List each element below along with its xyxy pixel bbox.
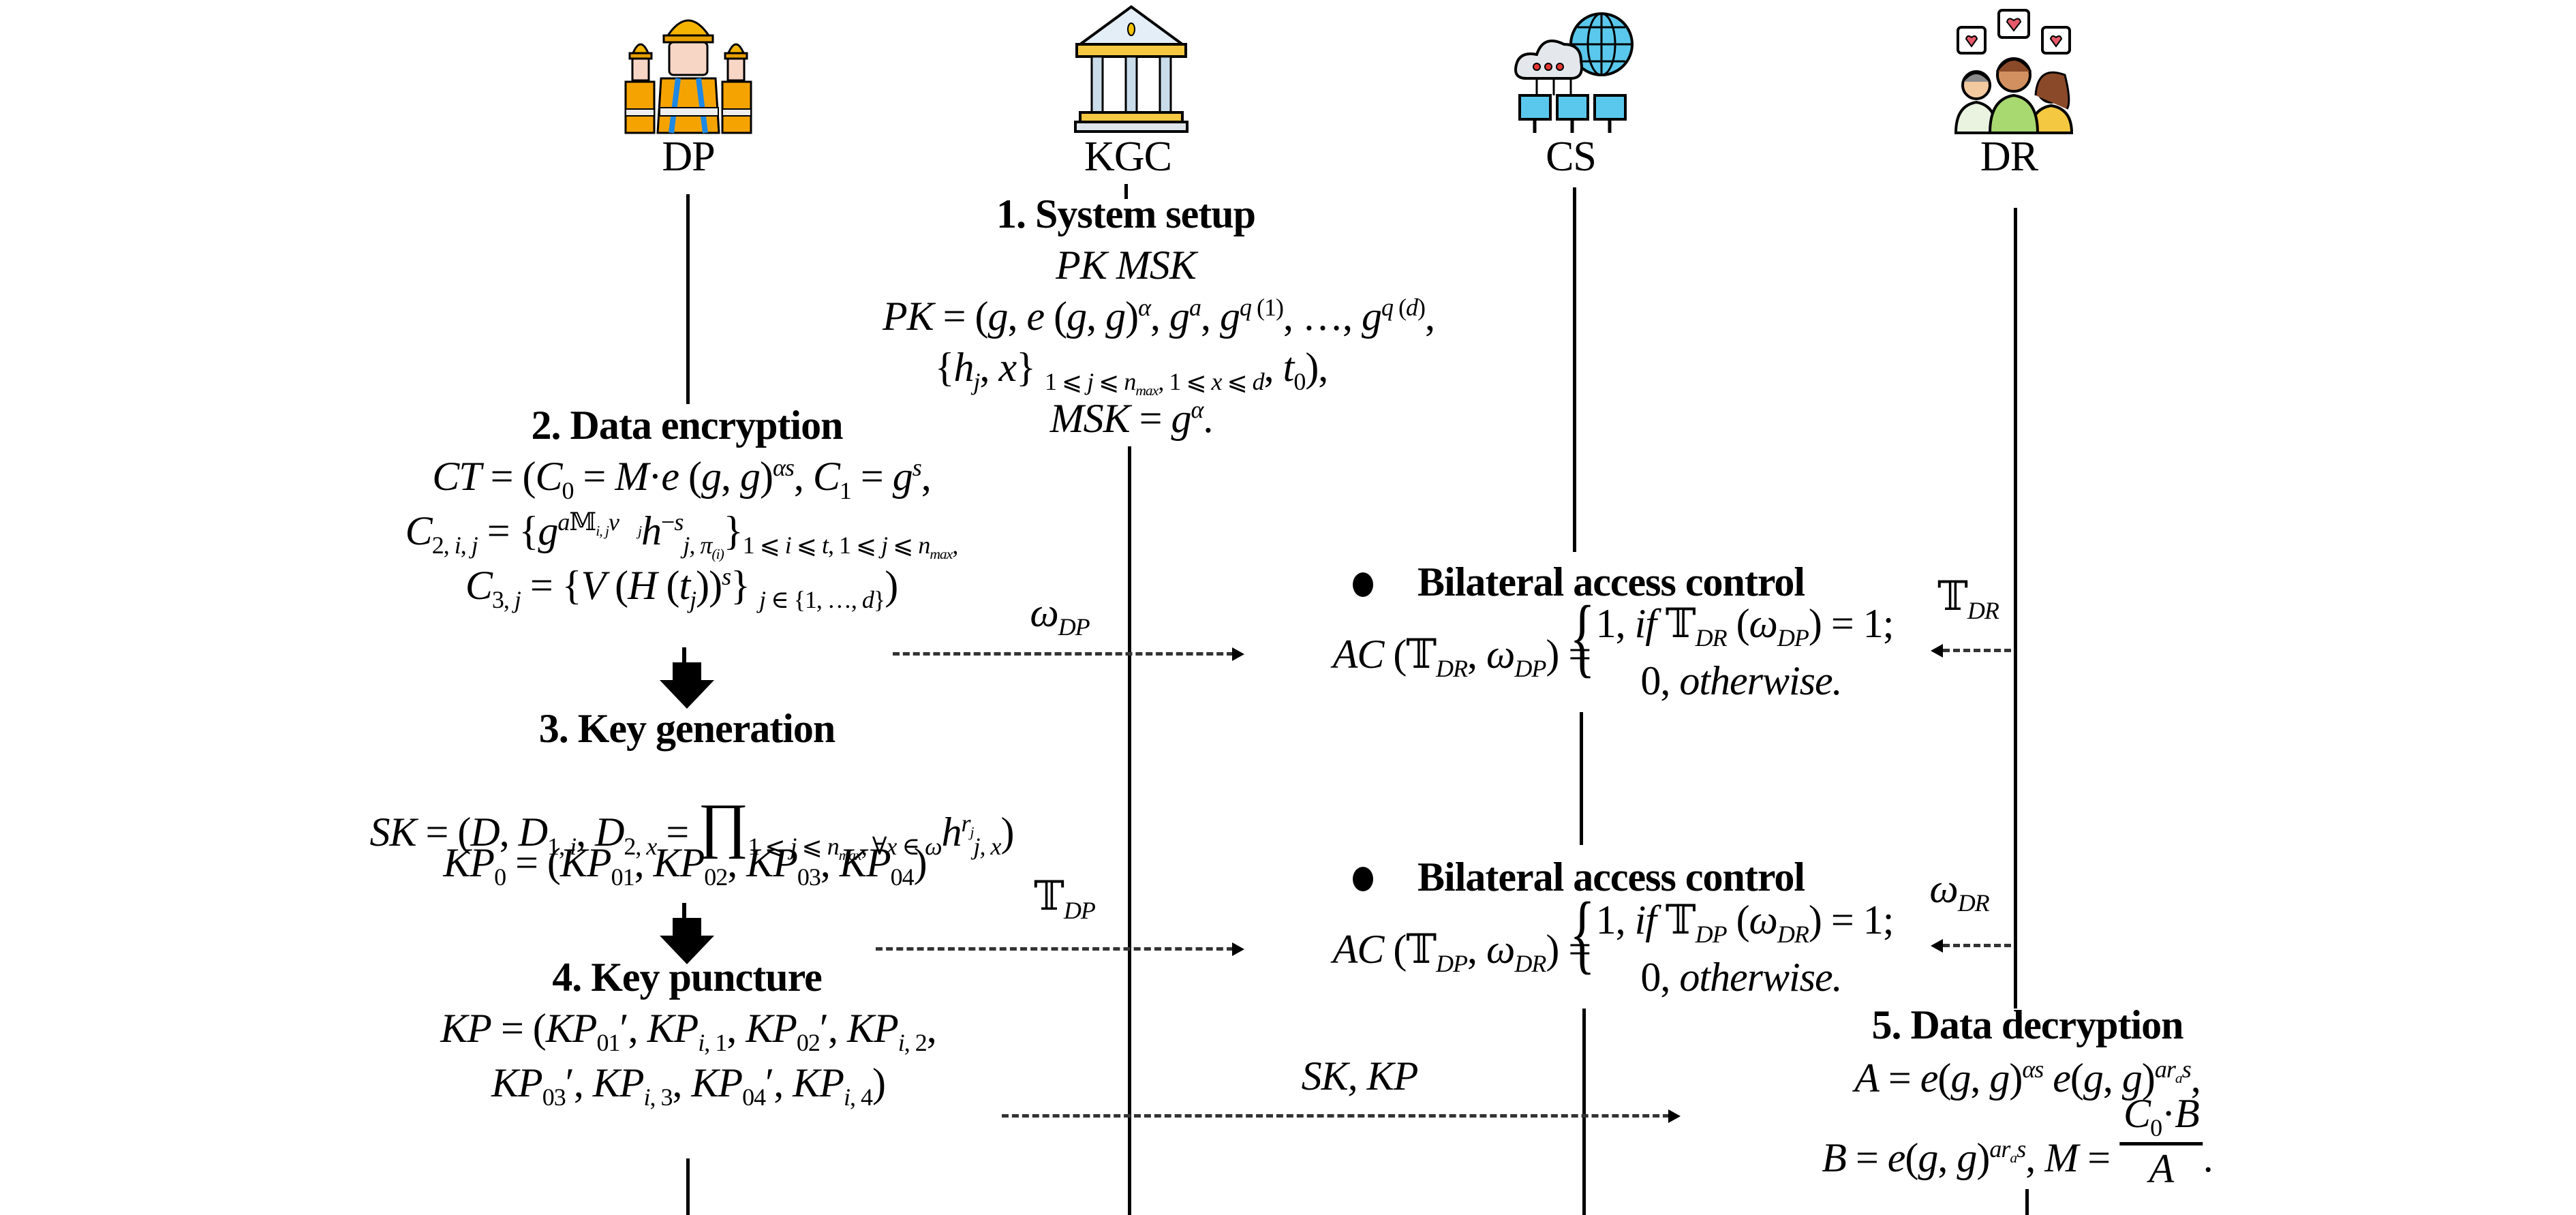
users-social-hearts-icon xyxy=(1954,9,2074,134)
message-omega-dp: ωDP xyxy=(1030,590,1090,641)
setup-pk-line1: PK = (g, e (g, g)α, ga, gq (1), …, gq (d… xyxy=(883,294,1435,339)
arrow-t-dr-to-cs xyxy=(1943,649,2011,652)
step-title-data-decryption: 5. Data decryption xyxy=(1871,1002,2184,1047)
flow-down-arrow-icon xyxy=(660,647,714,709)
arrow-head-left-icon xyxy=(1931,644,1943,658)
actor-label-dp: DP xyxy=(662,134,715,180)
access-control-title-1: Bilateral access control xyxy=(1417,559,1805,604)
arrow-sk-kp-to-dr xyxy=(1002,1114,1670,1118)
case-brace: { xyxy=(1569,885,1595,983)
access-control-lhs-2: AC (𝕋DP, ωDR) = xyxy=(1332,925,1592,977)
flow-down-arrow-icon xyxy=(660,903,714,964)
message-t-dp: 𝕋DP xyxy=(1034,872,1096,924)
access-control-case1-1: 1, if 𝕋DR (ωDP) = 1; xyxy=(1595,600,1895,651)
lifeline-dr-segment xyxy=(2014,208,2017,1009)
arrow-head-right-icon xyxy=(1232,942,1244,956)
access-control-case2-1: 0, otherwise. xyxy=(1640,658,1842,703)
case-brace: { xyxy=(1569,588,1595,686)
encryption-line1: CT = (C0 = M·e (g, g)αs, C1 = gs, xyxy=(432,454,931,504)
access-control-case2-2: 0, otherwise. xyxy=(1640,955,1842,1000)
arrow-head-left-icon xyxy=(1931,939,1943,953)
setup-msk: MSK = gα. xyxy=(1049,396,1214,441)
step-title-key-puncture: 4. Key puncture xyxy=(552,955,823,1000)
step-title-system-setup: 1. System setup xyxy=(996,191,1256,236)
government-building-icon xyxy=(1074,5,1189,133)
lifeline-dp-segment xyxy=(686,1158,690,1215)
actor-label-dr: DR xyxy=(1980,134,2038,180)
arrow-head-right-icon xyxy=(1232,647,1244,661)
lifeline-dr-segment xyxy=(2025,1189,2029,1215)
lifeline-kgc-segment xyxy=(1124,184,1128,199)
access-control-case1-2: 1, if 𝕋DP (ωDR) = 1; xyxy=(1595,896,1895,948)
lifeline-cs-segment xyxy=(1582,1009,1586,1215)
arrow-head-right-icon xyxy=(1668,1109,1681,1123)
lifeline-dp-segment xyxy=(686,194,690,404)
bullet-icon xyxy=(1353,867,1373,891)
puncture-line1: KP = (KP01′, KPi, 1, KP02′, KPi, 2, xyxy=(440,1006,936,1056)
arrow-omega-dr-to-cs xyxy=(1943,944,2011,947)
lifeline-cs-segment xyxy=(1573,187,1576,552)
puncture-line2: KP03′, KPi, 3, KP04′, KPi, 4) xyxy=(491,1060,886,1111)
lifeline-cs-segment xyxy=(1580,712,1583,845)
message-t-dr: 𝕋DR xyxy=(1937,572,1999,624)
decryption-line1: A = e(g, g)αs e(g, g)aras, xyxy=(1854,1056,2201,1101)
setup-subtitle: PK MSK xyxy=(1056,243,1197,288)
keygen-line1: SK = (D, D1, i, D2, x = ∏1 ⩽ j ⩽ nmax, ∀… xyxy=(369,792,1015,864)
actor-label-kgc: KGC xyxy=(1084,134,1172,180)
bullet-icon xyxy=(1353,572,1373,597)
message-sk-kp: SK, KP xyxy=(1301,1053,1419,1098)
construction-workers-icon xyxy=(624,19,752,134)
keygen-line2: KP0 = (KP01, KP02, KP03, KP04) xyxy=(443,840,927,891)
access-control-lhs-1: AC (𝕋DR, ωDP) = xyxy=(1332,630,1592,682)
message-omega-dr: ωDR xyxy=(1929,866,1989,917)
lifeline-kgc-segment xyxy=(1128,446,1131,1215)
encryption-line3: C3, j = {V (H (tj))s} j ∈ {1, …, d}) xyxy=(465,563,898,613)
setup-pk-line2: {hj, x} 1 ⩽ j ⩽ nmax, 1 ⩽ x ⩽ d, t0), xyxy=(934,345,1329,399)
step-title-key-generation: 3. Key generation xyxy=(538,706,836,751)
encryption-line2: C2, i, j = {ga𝕄i, jv⃗jh−sj, π(i)}1 ⩽ i ⩽… xyxy=(405,508,959,563)
cloud-server-network-icon xyxy=(1514,12,1634,133)
actor-label-cs: CS xyxy=(1546,134,1597,180)
step-title-data-encryption: 2. Data encryption xyxy=(531,403,844,448)
arrow-t-dp-to-cs xyxy=(876,947,1233,951)
access-control-title-2: Bilateral access control xyxy=(1417,855,1805,899)
arrow-omega-dp-to-cs xyxy=(893,652,1233,656)
